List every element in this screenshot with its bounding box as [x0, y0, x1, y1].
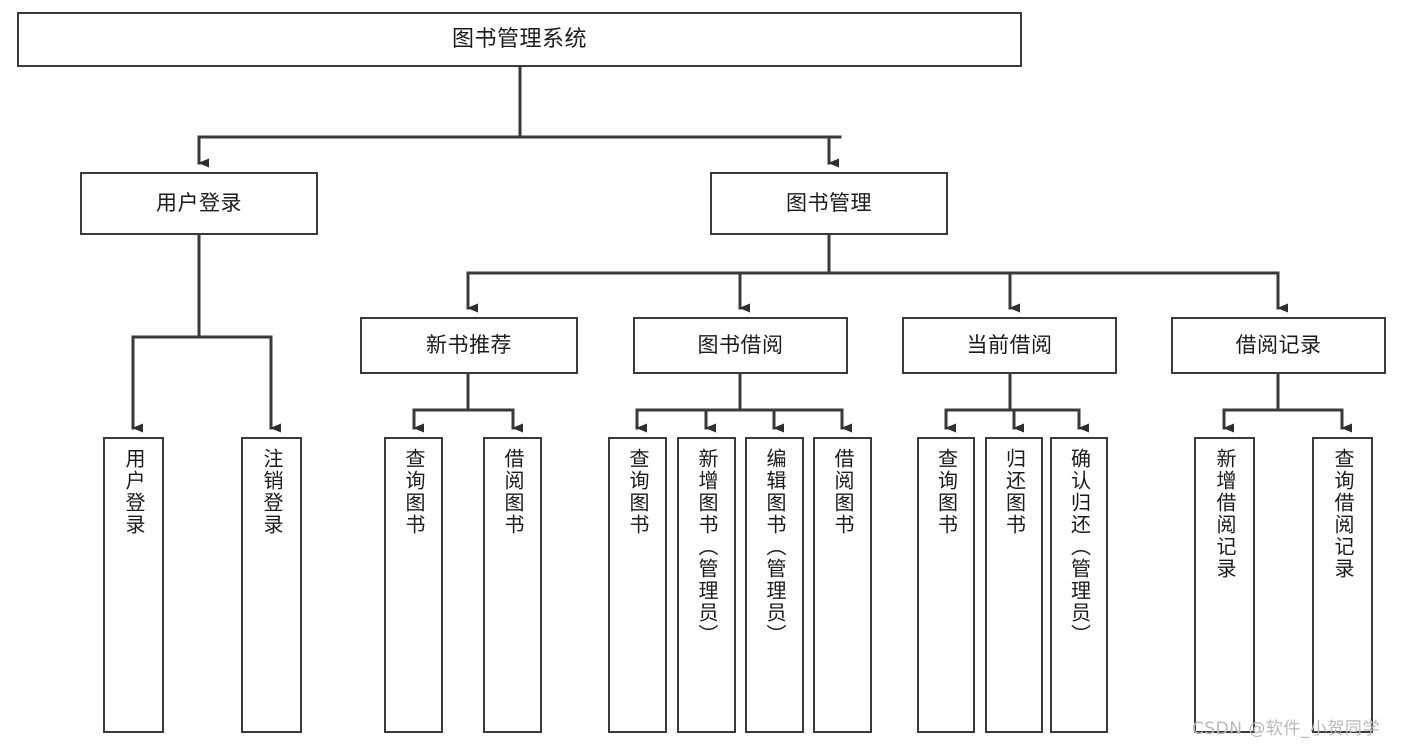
- leaf-current-borrow-return-book[interactable]: 归还图书: [985, 437, 1043, 733]
- node-label: 新增图书（管理员）: [695, 448, 719, 646]
- leaf-borrow-record-query-record[interactable]: 查询借阅记录: [1312, 437, 1373, 733]
- node-label: 查询图书: [626, 448, 650, 536]
- node-label: 用户登录: [122, 448, 146, 536]
- watermark-text: CSDN @软件_小贺同学: [1192, 719, 1380, 739]
- node-book-management[interactable]: 图书管理: [710, 172, 948, 235]
- leaf-current-borrow-query-book[interactable]: 查询图书: [917, 437, 975, 733]
- node-label: 查询图书: [934, 448, 959, 536]
- node-label: 借阅图书: [831, 448, 855, 536]
- leaf-book-borrow-borrow-book[interactable]: 借阅图书: [813, 437, 872, 733]
- node-label: 新增借阅记录: [1213, 448, 1237, 580]
- node-label: 借阅图书: [501, 448, 525, 536]
- node-label: 查询图书: [402, 448, 426, 536]
- node-current-borrow[interactable]: 当前借阅: [902, 317, 1117, 374]
- node-label: 新书推荐: [426, 333, 512, 358]
- node-label: 归还图书: [1002, 448, 1027, 536]
- node-label: 借阅记录: [1235, 333, 1322, 358]
- leaf-new-book-borrow-book[interactable]: 借阅图书: [483, 437, 542, 733]
- node-new-book-recommend[interactable]: 新书推荐: [360, 317, 578, 374]
- leaf-borrow-record-add-record[interactable]: 新增借阅记录: [1194, 437, 1255, 733]
- node-label: 用户登录: [156, 191, 242, 216]
- node-user-login[interactable]: 用户登录: [80, 172, 318, 235]
- leaf-book-borrow-add-book-admin[interactable]: 新增图书（管理员）: [677, 437, 736, 733]
- node-label: 注销登录: [260, 448, 284, 536]
- leaf-book-borrow-edit-book-admin[interactable]: 编辑图书（管理员）: [745, 437, 804, 733]
- leaf-user-login-user-login[interactable]: 用户登录: [103, 437, 164, 733]
- leaf-book-borrow-query-book[interactable]: 查询图书: [608, 437, 667, 733]
- node-label: 图书管理系统: [451, 26, 587, 52]
- node-label: 确认归还（管理员）: [1067, 448, 1092, 646]
- leaf-user-login-logout[interactable]: 注销登录: [241, 437, 302, 733]
- leaf-current-borrow-confirm-return-admin[interactable]: 确认归还（管理员）: [1050, 437, 1108, 733]
- node-root-book-management-system[interactable]: 图书管理系统: [17, 12, 1022, 67]
- node-borrow-record[interactable]: 借阅记录: [1171, 317, 1386, 374]
- node-label: 编辑图书（管理员）: [763, 448, 787, 646]
- node-book-borrow[interactable]: 图书借阅: [633, 317, 848, 374]
- node-label: 当前借阅: [966, 333, 1053, 358]
- leaf-new-book-query-book[interactable]: 查询图书: [384, 437, 443, 733]
- node-label: 图书管理: [786, 191, 872, 216]
- node-label: 查询借阅记录: [1331, 448, 1355, 580]
- node-label: 图书借阅: [697, 333, 784, 358]
